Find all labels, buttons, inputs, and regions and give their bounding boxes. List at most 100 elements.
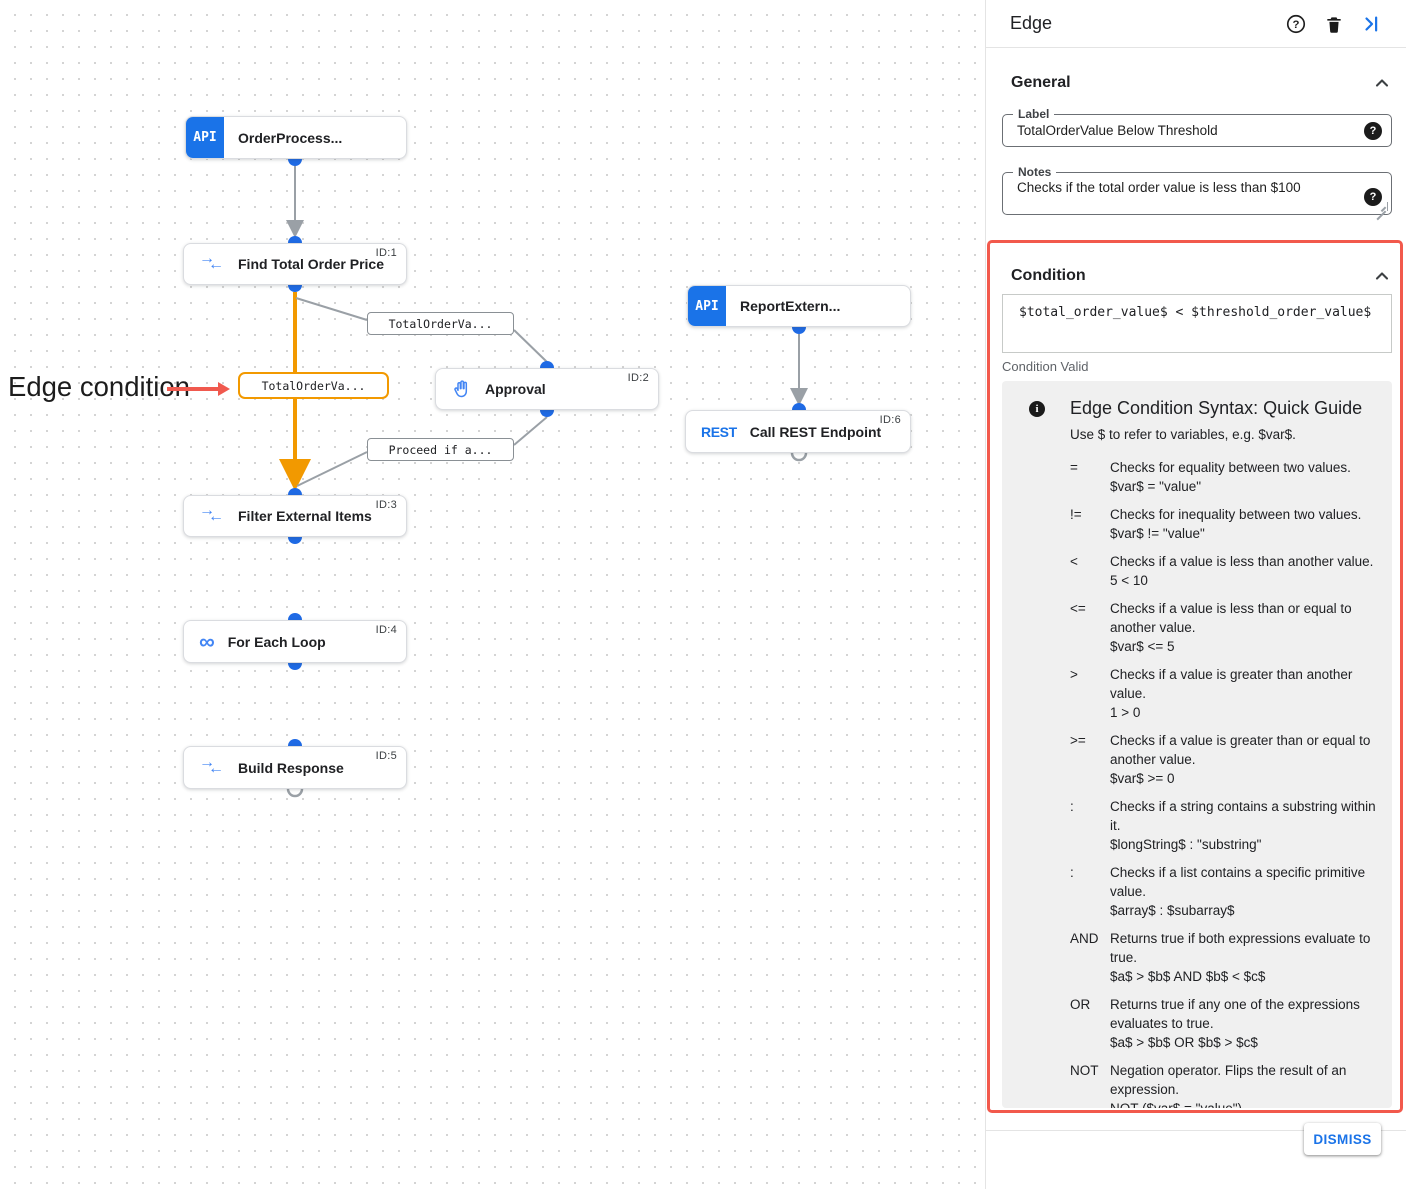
guide-operator: NOT — [1070, 1063, 1099, 1078]
guide-operator-example: $longString$ : "substring" — [1110, 837, 1262, 852]
guide-row: Negation operator. Flips the result of a… — [1110, 1061, 1377, 1108]
guide-operator-description: Checks if a value is greater than anothe… — [1110, 667, 1353, 701]
flow-canvas[interactable]: API OrderProcess... →← Find Total Order … — [0, 0, 985, 1189]
data-mapping-icon: →← — [199, 250, 224, 273]
general-section: General Label ? Notes ? — [1002, 73, 1392, 215]
guide-rows: = Checks for equality between two values… — [1070, 458, 1376, 1108]
node-label: Find Total Order Price — [238, 256, 384, 272]
node-find-total-order-price[interactable]: →← Find Total Order Price ID:1 — [183, 243, 407, 285]
node-id-badge: ID:3 — [375, 499, 397, 511]
node-label: OrderProcess... — [238, 129, 343, 146]
node-reportextern-trigger[interactable]: API ReportExtern... — [687, 285, 911, 327]
notes-field: Notes ? — [1002, 165, 1392, 215]
general-section-title: General — [1011, 74, 1071, 91]
guide-operator: > — [1070, 667, 1078, 682]
guide-operator: < — [1070, 554, 1078, 569]
guide-operator: : — [1070, 799, 1074, 814]
guide-title: Edge Condition Syntax: Quick Guide — [1070, 398, 1363, 418]
edge-findtotal-to-approval-b[interactable] — [513, 329, 548, 363]
edge-approval-to-filter-b[interactable] — [296, 451, 368, 487]
guide-operator-description: Checks if a string contains a substring … — [1110, 799, 1376, 833]
node-label: ReportExtern... — [740, 298, 841, 314]
guide-operator: : — [1070, 865, 1074, 880]
guide-operator-example: $var$ = "value" — [1110, 479, 1202, 494]
guide-row: Checks if a value is greater than anothe… — [1110, 665, 1377, 722]
notes-input[interactable] — [1017, 180, 1355, 195]
guide-operator-example: $var$ != "value" — [1110, 526, 1205, 541]
guide-row: Checks if a list contains a specific pri… — [1110, 863, 1377, 920]
api-trigger-icon: API — [688, 286, 726, 326]
guide-operator-example: $a$ > $b$ OR $b$ > $c$ — [1110, 1035, 1258, 1050]
notes-help-icon[interactable]: ? — [1364, 188, 1382, 206]
trash-icon — [1327, 16, 1341, 33]
guide-operator: = — [1070, 460, 1078, 475]
node-id-badge: ID:5 — [375, 750, 397, 762]
svg-text:?: ? — [1293, 18, 1300, 30]
syntax-quick-guide: i Edge Condition Syntax: Quick Guide Use… — [1002, 381, 1392, 1108]
edge-approval-to-filter-a[interactable] — [513, 416, 548, 446]
guide-operator-example: $array$ : $subarray$ — [1110, 903, 1235, 918]
label-field-label: Label — [1013, 107, 1055, 121]
guide-operator-example: 5 < 10 — [1110, 573, 1148, 588]
guide-operator-description: Negation operator. Flips the result of a… — [1110, 1063, 1347, 1097]
condition-section-title: Condition — [1011, 267, 1086, 284]
node-call-rest-endpoint[interactable]: REST Call REST Endpoint ID:6 — [685, 410, 911, 453]
annotation-edge-condition-text: Edge condition — [8, 371, 190, 402]
guide-operator: OR — [1070, 997, 1091, 1012]
guide-operator-description: Returns true if both expressions evaluat… — [1110, 931, 1371, 965]
guide-operator-example: 1 > 0 — [1110, 705, 1141, 720]
guide-operator-description: Returns true if any one of the expressio… — [1110, 997, 1360, 1031]
edge-label-to-approval[interactable]: TotalOrderVa... — [367, 312, 514, 335]
api-trigger-icon: API — [186, 117, 224, 158]
label-help-icon[interactable]: ? — [1364, 122, 1382, 140]
dismiss-button[interactable]: DISMISS — [1304, 1123, 1381, 1155]
collapse-condition-chevron-icon[interactable] — [1372, 266, 1392, 286]
loop-icon: ∞ — [199, 628, 215, 654]
panel-title: Edge — [1010, 13, 1053, 33]
node-id-badge: ID:2 — [627, 372, 649, 384]
guide-row: Returns true if both expressions evaluat… — [1110, 929, 1377, 986]
guide-operator: AND — [1070, 931, 1099, 946]
node-approval[interactable]: Approval ID:2 — [435, 368, 659, 410]
label-field: Label ? — [1002, 107, 1392, 147]
guide-operator-description: Checks if a list contains a specific pri… — [1110, 865, 1366, 899]
node-orderprocess-trigger[interactable]: API OrderProcess... — [185, 116, 407, 159]
guide-row: Checks for inequality between two values… — [1110, 505, 1377, 543]
node-id-badge: ID:4 — [375, 624, 397, 636]
guide-row: Checks if a value is less than another v… — [1110, 552, 1377, 590]
guide-intro: Use $ to refer to variables, e.g. $var$. — [1070, 427, 1296, 442]
help-icon: ? — [1286, 14, 1306, 33]
node-label: Filter External Items — [238, 508, 372, 524]
delete-edge-button[interactable] — [1322, 12, 1346, 36]
panel-header: Edge ? — [986, 0, 1406, 48]
node-filter-external-items[interactable]: →← Filter External Items ID:3 — [183, 495, 407, 537]
guide-row: Checks if a value is less than or equal … — [1110, 599, 1377, 656]
guide-row: Checks if a string contains a substring … — [1110, 797, 1377, 854]
node-label: Call REST Endpoint — [749, 423, 882, 440]
help-button[interactable]: ? — [1284, 12, 1308, 36]
guide-operator-description: Checks for inequality between two values… — [1110, 507, 1362, 522]
guide-operator-description: Checks for equality between two values. — [1110, 460, 1351, 475]
condition-expression-input[interactable]: $total_order_value$ < $threshold_order_v… — [1002, 294, 1392, 353]
edge-findtotal-to-approval-a[interactable] — [295, 297, 368, 321]
node-label: For Each Loop — [227, 633, 326, 650]
guide-operator-example: NOT ($var$ = "value") — [1110, 1099, 1377, 1108]
notes-resize-handle[interactable] — [1379, 202, 1388, 211]
collapse-general-chevron-icon[interactable] — [1372, 73, 1392, 93]
guide-operator: <= — [1070, 601, 1086, 616]
guide-row: Returns true if any one of the expressio… — [1110, 995, 1377, 1052]
guide-operator-description: Checks if a value is greater than or equ… — [1110, 733, 1371, 767]
guide-operator-example: $var$ <= 5 — [1110, 639, 1175, 654]
node-build-response[interactable]: →← Build Response ID:5 — [183, 746, 407, 789]
label-input[interactable] — [1017, 123, 1355, 138]
collapse-panel-button[interactable] — [1360, 12, 1384, 36]
guide-operator-description: Checks if a value is less than another v… — [1110, 554, 1374, 569]
node-for-each-loop[interactable]: ∞ For Each Loop ID:4 — [183, 620, 407, 663]
condition-section: Condition $total_order_value$ < $thresho… — [1002, 266, 1392, 1108]
annotation-arrow — [167, 382, 230, 396]
edge-label-proceed[interactable]: Proceed if a... — [367, 438, 514, 461]
approval-hand-icon — [454, 379, 468, 397]
guide-operator: != — [1070, 507, 1082, 522]
edge-label-selected-condition[interactable]: TotalOrderVa... — [238, 372, 389, 399]
